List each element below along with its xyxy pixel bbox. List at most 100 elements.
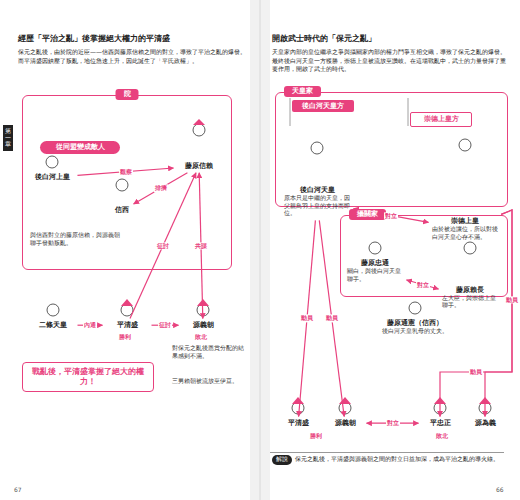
node-title: 攝關家 (349, 209, 386, 220)
person-label: 源為義 (465, 418, 505, 428)
node-title: 後白河上皇 (30, 173, 74, 181)
page-number: 66 (496, 486, 504, 495)
node-note: 原本只是中繼的天皇，因父親鳥羽上皇的支持而即位。 (284, 195, 350, 218)
connector-label: 對立 (384, 212, 398, 219)
connector-arrow (134, 173, 188, 204)
node-note: 左大臣，與崇德上皇聯手。 (442, 295, 498, 310)
person-label: 後白河天皇原本只是中繼的天皇，因父親鳥羽上皇的支持而即位。 (282, 185, 352, 219)
person-label: 源義朝 (180, 320, 226, 330)
node-title: 從同盟變成敵人 (44, 143, 116, 151)
faction-flag: 崇德上皇方 (410, 112, 472, 126)
connector-arrow (299, 220, 316, 416)
person-label: 平清盛 (104, 320, 150, 330)
person-figure (464, 242, 476, 254)
note-text: 與信西對立的藤原信賴，與源義朝聯手發動叛亂。 (30, 232, 120, 247)
note-text: 對保元之亂後恩賞分配的結果感到不滿。 (172, 345, 246, 360)
connector-label: 動員 (505, 296, 519, 303)
connector-label: 征討 (156, 242, 170, 249)
note-text: 天皇家內部的皇位繼承之爭與攝關家內部的權力鬥爭互相交織，導致了保元之亂的爆發。最… (272, 48, 506, 74)
node-title: 平清盛 (106, 321, 148, 329)
person-label: 平忠正 (420, 418, 460, 428)
person-label: 平清盛 (278, 418, 318, 428)
person-label: 信西 (100, 205, 144, 215)
person-label: 藤原通憲（信西）後白河天皇乳母的丈夫。 (380, 318, 450, 337)
callout-box: 戰亂後，平清盛掌握了絕大的權力！ (22, 362, 154, 392)
node-title: 崇德上皇方 (414, 115, 468, 123)
person-figure (47, 304, 59, 316)
connector-label: 內通 (83, 322, 97, 329)
note-text: 保元之亂後，由於院的近臣——信西與藤原信賴之間的對立，導致了平治之亂的爆發。而平… (18, 48, 250, 65)
person-figure (193, 124, 205, 136)
chapter-tab: 第一章 (3, 125, 13, 151)
person-figure (311, 142, 323, 154)
node-title: 後白河天皇方 (295, 102, 351, 110)
node-title: 平忠正 (422, 419, 458, 427)
node-title: 天皇家 (284, 86, 321, 97)
node-title: 藤原忠通 (347, 259, 403, 267)
connector-arrow (407, 280, 439, 289)
node-note: 關白，與後白河天皇聯手。 (347, 268, 403, 283)
connector-arrow (78, 168, 174, 175)
node-title: 藤原賴長 (442, 286, 498, 294)
node-note: 後白河天皇乳母的丈夫。 (382, 328, 448, 336)
node-title: 藤原通憲（信西） (382, 319, 448, 327)
connector-label: 征討 (158, 322, 172, 329)
faction-flag: 後白河天皇方 (292, 100, 354, 112)
person-label: 崇德上皇由於被迫讓位，所以對後白河天皇心存不滿。 (430, 216, 500, 243)
connector-label: 共謀 (194, 242, 208, 249)
node-title: 後白河天皇 (284, 186, 350, 194)
person-label: 二條天皇 (30, 320, 76, 330)
note-text: 三男賴朝被流放至伊豆。 (172, 378, 246, 386)
node-title: 戰亂後，平清盛掌握了絕大的權力！ (27, 367, 149, 387)
node-title: 源義朝 (182, 321, 224, 329)
node-title: 源為義 (467, 419, 503, 427)
person-figure (369, 242, 381, 254)
person-figure (409, 302, 421, 314)
result-tag: 勝利 (119, 333, 131, 342)
node-title: 源義朝 (327, 419, 363, 427)
connector-label: 排擠 (154, 185, 168, 192)
section-heading: 經歷「平治之亂」後掌握絕大權力的平清盛 (18, 34, 250, 44)
connector-label: 動員 (300, 315, 314, 322)
result-tag: 敗北 (195, 333, 207, 342)
connector-label: 動員 (469, 368, 483, 375)
person-label: 藤原信賴 (175, 161, 223, 171)
node-note: 由於被迫讓位，所以對後白河天皇心存不滿。 (432, 226, 498, 241)
connector-label: 對立 (416, 281, 430, 288)
person-label: 藤原忠通關白，與後白河天皇聯手。 (345, 258, 405, 285)
node-title: 平清盛 (280, 419, 316, 427)
banner-pill: 從同盟變成敵人 (40, 141, 120, 153)
person-label: 後白河上皇 (28, 172, 76, 182)
node-note: 保元之亂後，平清盛與源義朝之間的對立日益加深，成為平治之亂的導火線。 (295, 456, 499, 462)
court-cap (193, 119, 205, 125)
gutter-line (260, 0, 261, 500)
node-title: 解說 (272, 455, 292, 465)
helmet (292, 397, 304, 404)
result-tag: 勝利 (310, 432, 322, 441)
node-title: 信西 (102, 206, 142, 214)
person-figure (116, 179, 128, 191)
page-number: 67 (14, 486, 22, 495)
connector-arrow (440, 210, 512, 417)
person-figure (46, 156, 58, 168)
helmet (339, 397, 351, 404)
section-heading: 開啟武士時代的「保元之亂」 (272, 34, 506, 44)
flag-pole (290, 98, 291, 126)
gutter (250, 0, 270, 500)
node-title: 院 (116, 89, 139, 100)
helmet (121, 299, 133, 306)
group-band: 天皇家後白河天皇方崇德上皇方後白河天皇原本只是中繼的天皇，因父親鳥羽上皇的支持而… (275, 92, 508, 207)
flag-pole (408, 98, 409, 126)
person-label: 藤原賴長左大臣，與崇德上皇聯手。 (440, 285, 500, 312)
person-figure (459, 139, 471, 151)
connector-label: 對立 (386, 420, 400, 427)
person-label: 源義朝 (325, 418, 365, 428)
explanation-box: 解說保元之亂後，平清盛與源義朝之間的對立日益加深，成為平治之亂的導火線。 (270, 452, 504, 467)
connector-label: 動員 (325, 315, 339, 322)
node-title: 藤原信賴 (177, 162, 221, 170)
result-tag: 敗北 (436, 432, 448, 441)
node-title: 崇德上皇 (432, 217, 498, 225)
connector-arrow (130, 173, 196, 319)
